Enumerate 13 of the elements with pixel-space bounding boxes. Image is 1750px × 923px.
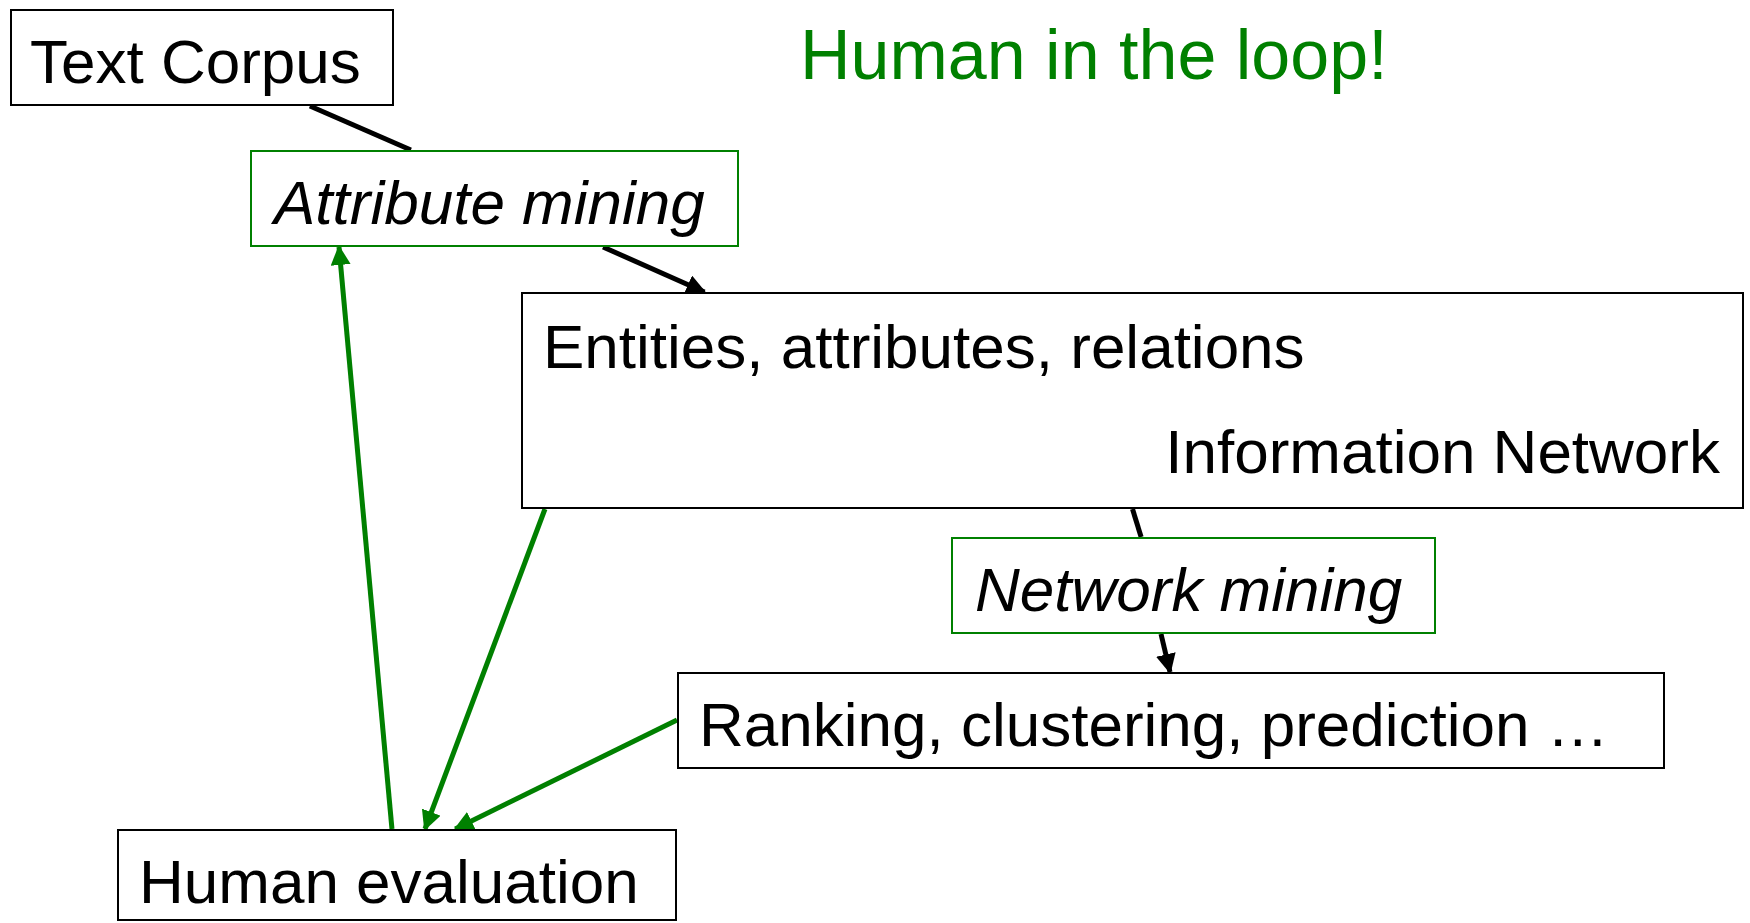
box-label: Entities, attributes, relations (543, 316, 1305, 378)
process-box (10, 9, 394, 106)
process-box (250, 150, 739, 247)
process-box (117, 829, 677, 921)
process-box (677, 672, 1665, 769)
arrow (453, 717, 679, 832)
arrow (1156, 633, 1176, 674)
process-box (951, 537, 1436, 634)
arrow (421, 508, 548, 831)
arrow (330, 245, 395, 830)
box-label: Human evaluation (139, 851, 639, 913)
box-label: Information Network (1165, 421, 1720, 483)
process-box (521, 292, 1744, 509)
